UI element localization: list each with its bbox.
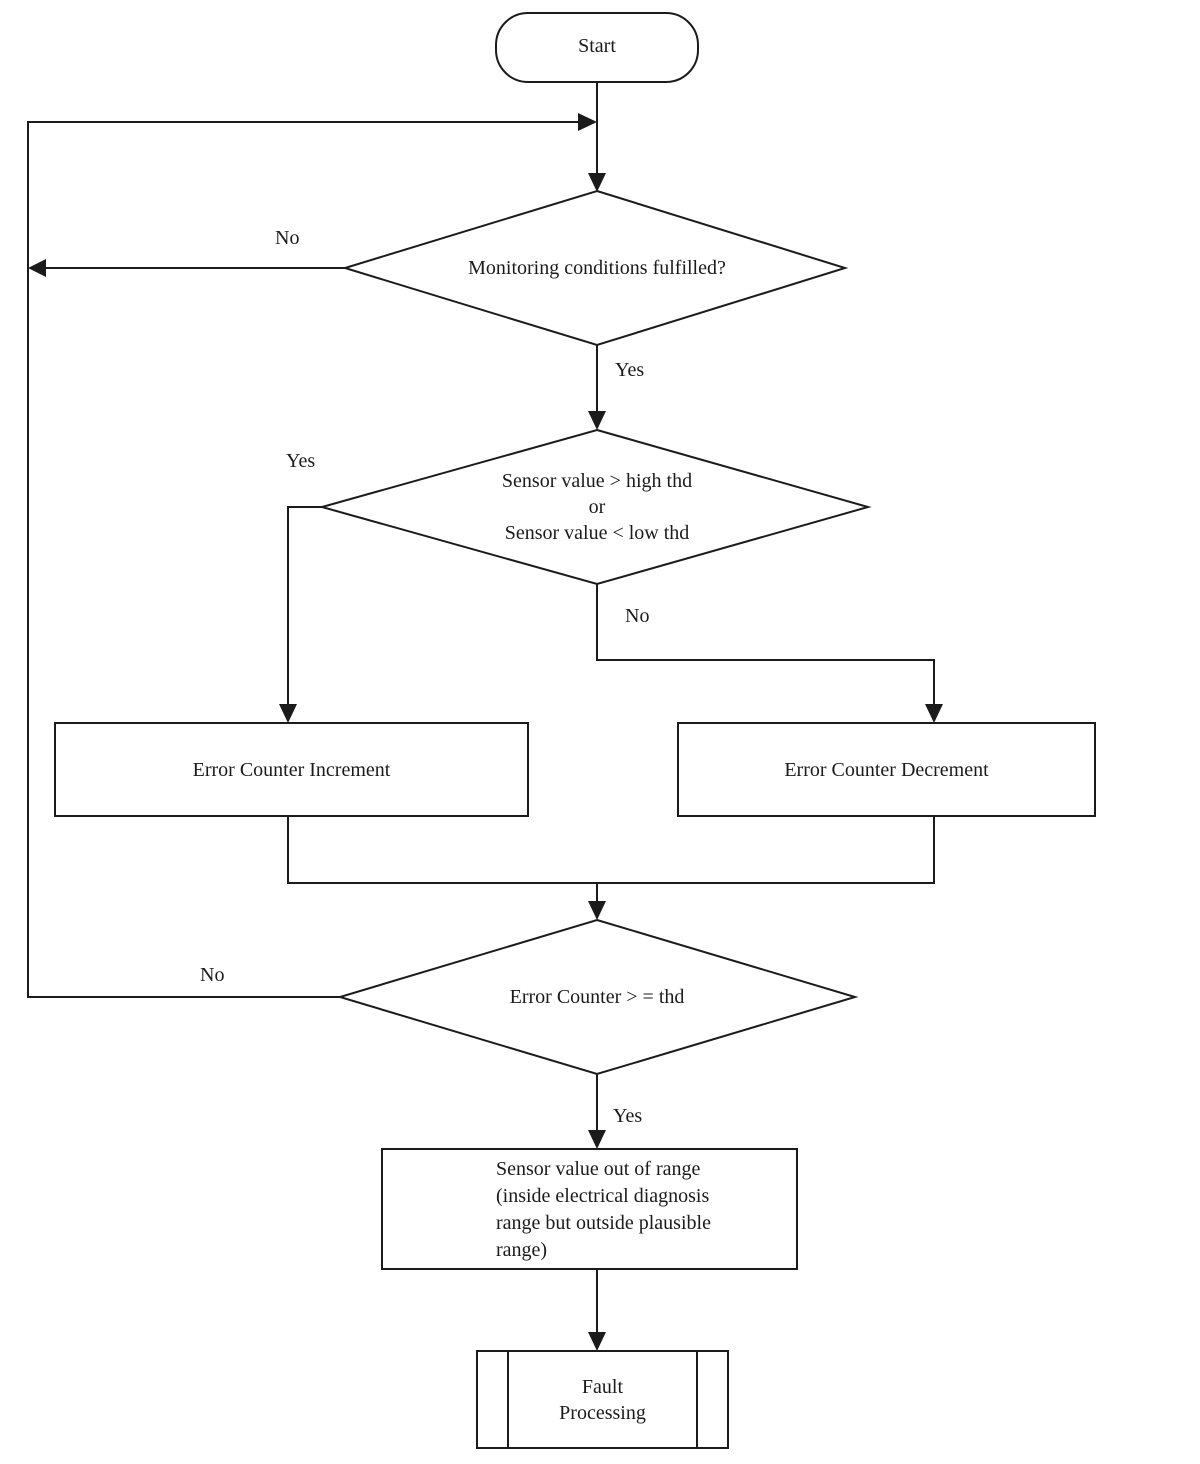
out-of-range-process-shape	[381, 1148, 798, 1270]
decrement-process-label: Error Counter Decrement	[784, 758, 989, 781]
arrowhead-into-out-of-range	[588, 1130, 606, 1149]
counter-decision-label: Error Counter > = thd	[509, 986, 685, 1008]
arrowhead-loop-into-entry	[578, 113, 597, 131]
arrowhead-into-increment	[279, 704, 297, 723]
threshold-decision-shape	[318, 428, 872, 586]
edge-label-threshold-no: No	[625, 605, 650, 627]
arrowhead-into-counter	[588, 901, 606, 920]
start-node-label: Start	[578, 35, 616, 57]
edge-label-threshold-yes: Yes	[286, 450, 316, 472]
decrement-process-shape	[677, 722, 1096, 817]
threshold-decision-label: Sensor value > high thd or Sensor value …	[501, 470, 693, 544]
connector-threshold-yes	[287, 506, 322, 707]
connector-merge	[287, 816, 935, 884]
increment-process-label: Error Counter Increment	[192, 758, 391, 781]
arrowhead-into-monitoring	[588, 173, 606, 192]
arrowhead-into-fault	[588, 1332, 606, 1351]
edge-label-monitoring-no: No	[275, 227, 300, 249]
counter-decision-shape	[336, 918, 859, 1076]
monitoring-decision-shape	[341, 189, 849, 347]
arrowhead-monitoring-no	[28, 259, 46, 277]
edge-label-counter-yes: Yes	[613, 1105, 643, 1127]
arrowhead-into-decrement	[925, 704, 943, 723]
connector-threshold-no	[596, 584, 935, 707]
fault-predefined-shape	[476, 1350, 729, 1449]
out-of-range-process-label: Sensor value out of range (inside electr…	[496, 1158, 711, 1261]
monitoring-decision-label: Monitoring conditions fulfilled?	[468, 257, 726, 279]
increment-process-shape	[54, 722, 529, 817]
connector-loop-back	[27, 121, 580, 998]
edge-label-monitoring-yes: Yes	[615, 359, 645, 381]
start-node-shape	[495, 12, 699, 83]
fault-predefined-label: Fault Processing	[559, 1375, 646, 1424]
arrowhead-into-threshold	[588, 411, 606, 430]
edge-label-counter-no: No	[200, 964, 225, 986]
